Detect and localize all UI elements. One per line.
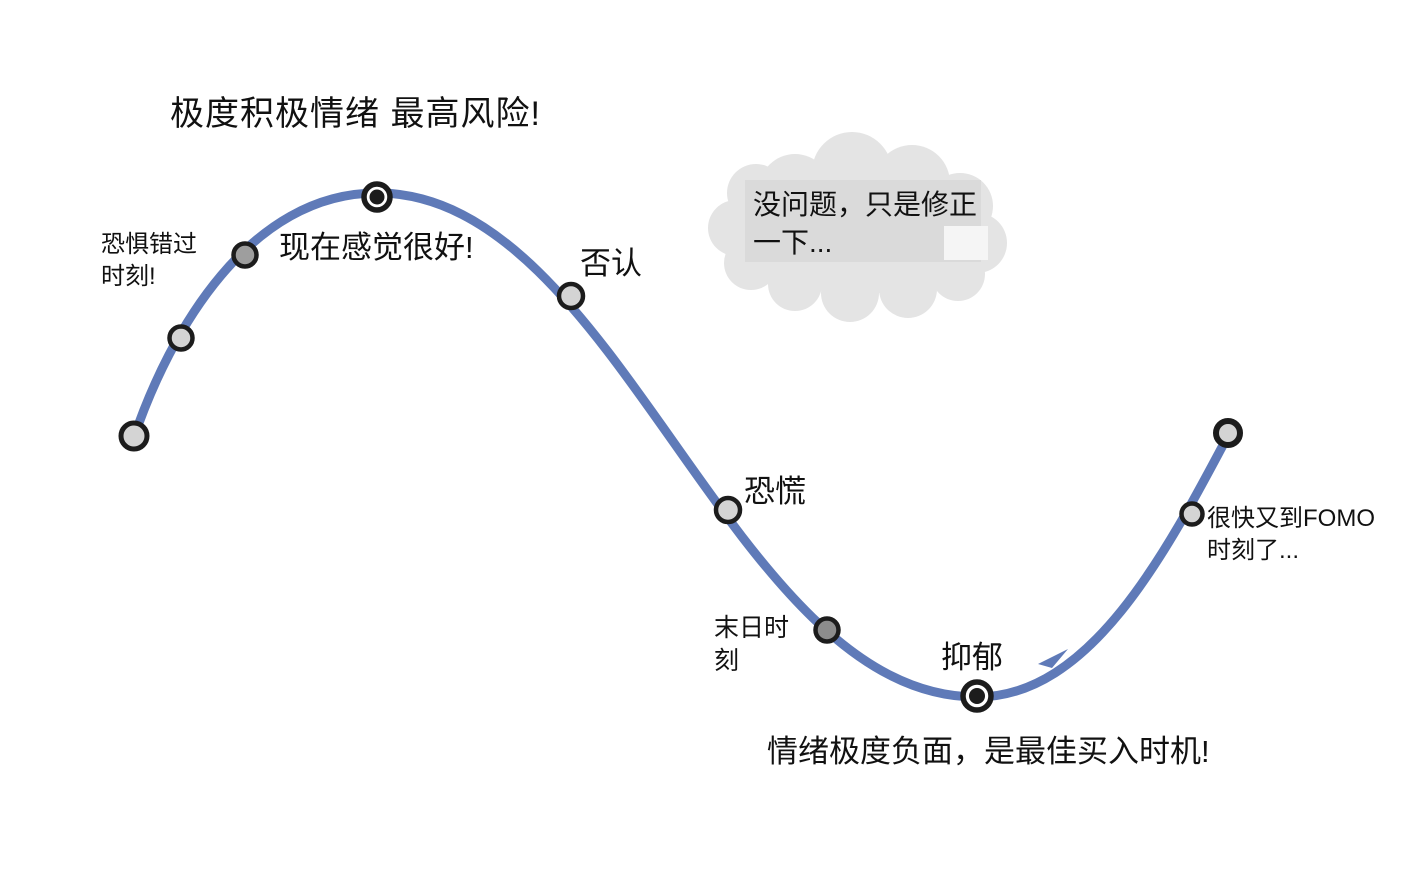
point-end	[1213, 418, 1243, 448]
point-fomo-again	[1179, 501, 1205, 527]
label-fomo-again: 很快又到FOMO时刻了...	[1207, 505, 1375, 564]
point-rising	[167, 324, 195, 352]
label-fomo-moment: 恐惧错过时刻!	[101, 231, 197, 290]
point-start	[118, 420, 150, 452]
point-peak	[361, 181, 393, 213]
label-denial: 否认	[580, 246, 642, 281]
diagram-title: 极度积极情绪 最高风险!	[170, 95, 541, 133]
point-denial	[556, 281, 586, 311]
cloud-highlight-patch	[944, 226, 988, 260]
point-depression	[960, 679, 994, 713]
cloud-text-box	[745, 180, 981, 262]
label-feeling-good: 现在感觉很好!	[279, 230, 474, 265]
point-doomsday	[813, 616, 841, 644]
label-best-buy-moment: 情绪极度负面，是最佳买入时机!	[767, 734, 1210, 769]
label-doomsday: 末日时刻	[714, 614, 790, 675]
point-fomo	[231, 241, 259, 269]
label-panic: 恐慌	[744, 474, 806, 509]
sentiment-curve	[128, 188, 1235, 702]
label-depression: 抑郁	[941, 640, 1003, 675]
point-panic	[713, 495, 743, 525]
thought-cloud	[708, 132, 1007, 322]
thought-bubble-text: 没问题，只是修正一下...	[753, 189, 978, 258]
curve-segment-arrow-tip	[1038, 649, 1068, 668]
